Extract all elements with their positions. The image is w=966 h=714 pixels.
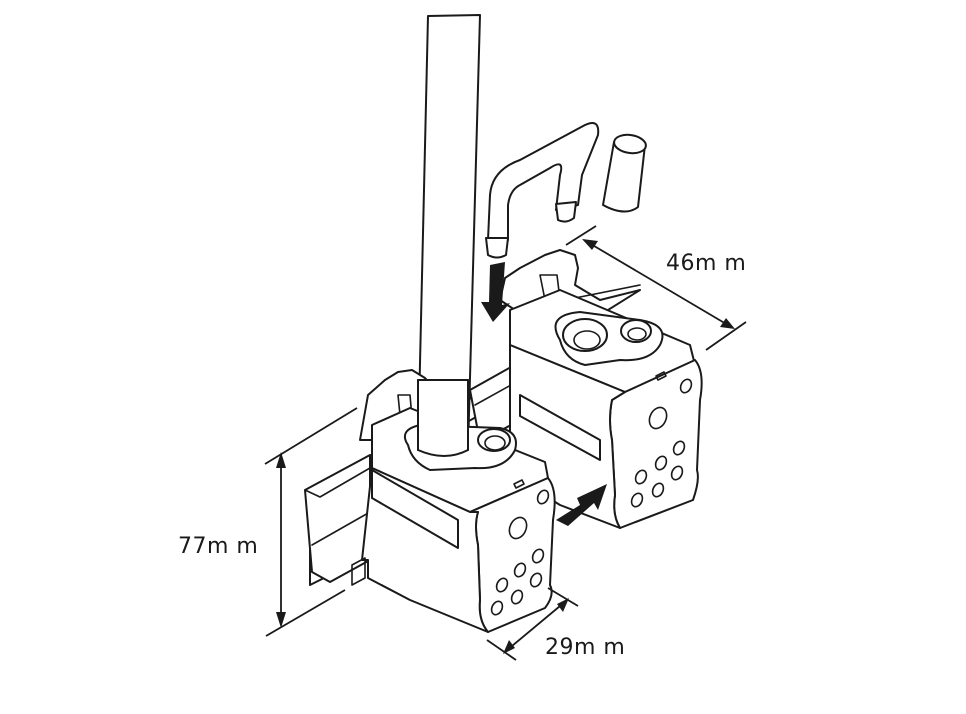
dimension-label-46mm: 46m m	[666, 251, 747, 276]
dimension-label-29mm: 29m m	[545, 635, 626, 660]
dimension-29mm	[486, 587, 579, 661]
dimension-46mm	[565, 225, 747, 351]
insulating-cap	[602, 133, 647, 213]
terminal-block-rear	[499, 249, 703, 529]
dimension-label-77mm: 77m m	[178, 534, 259, 559]
insert-jumper-arrow	[481, 262, 510, 322]
terminal-block-front	[304, 369, 556, 633]
dimension-77mm	[264, 407, 358, 637]
slide-block-arrow	[556, 484, 607, 526]
u-jumper-bridge	[485, 122, 600, 259]
